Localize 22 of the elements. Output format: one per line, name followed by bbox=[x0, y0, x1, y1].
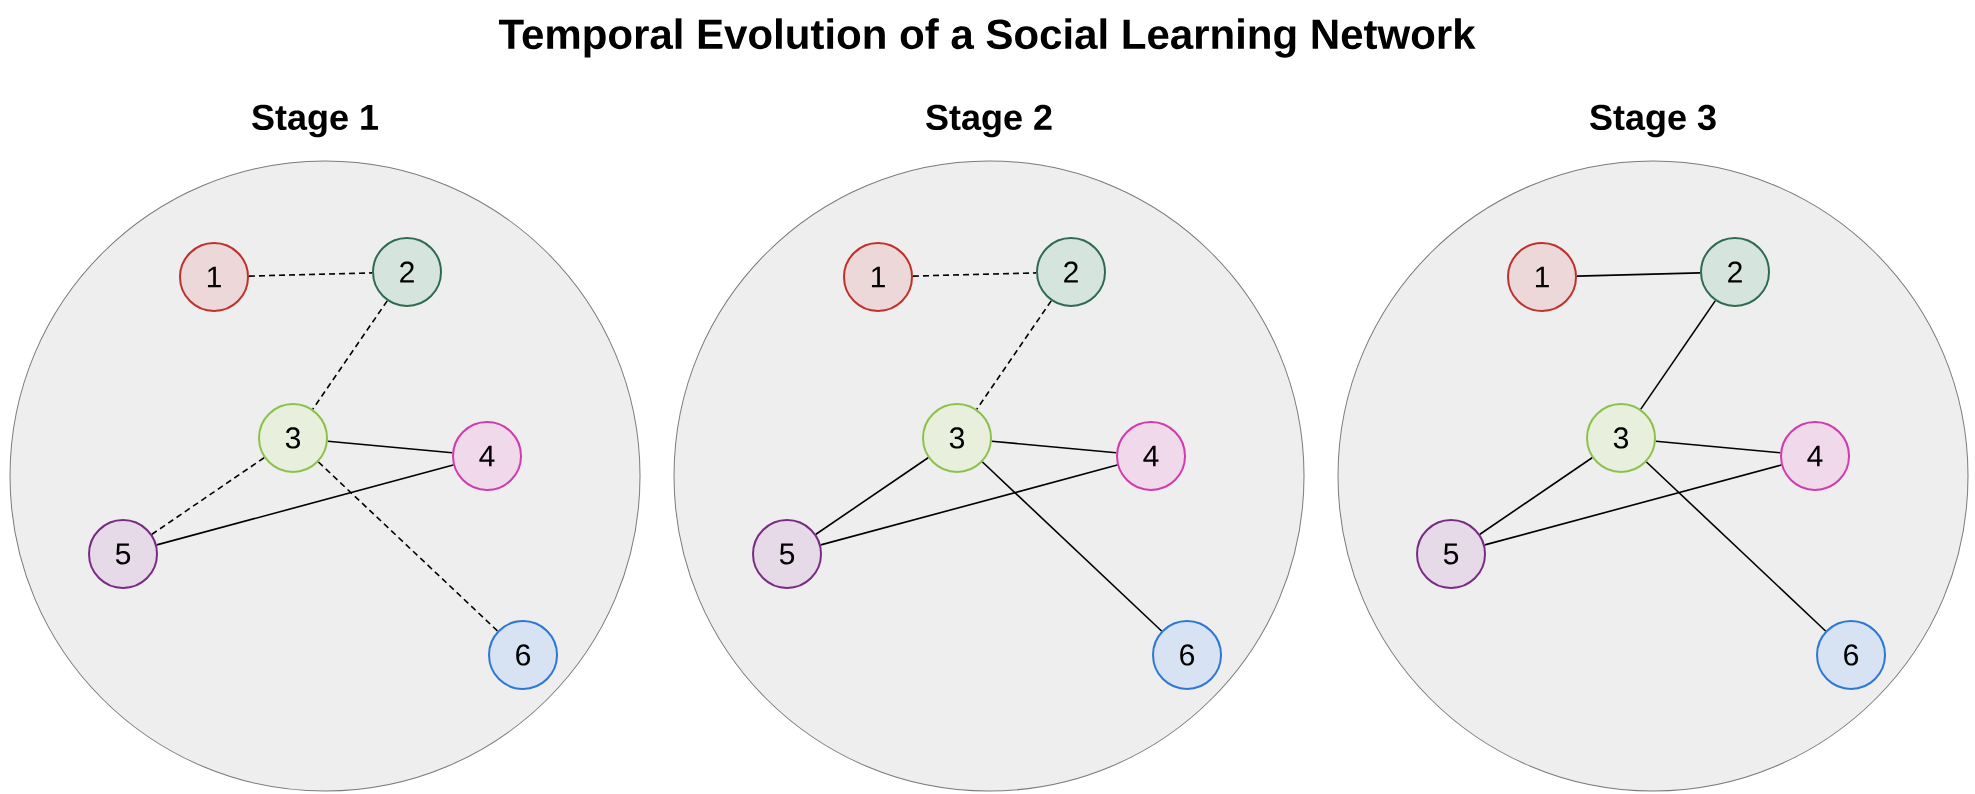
link-line bbox=[976, 300, 1052, 410]
link-line bbox=[327, 440, 453, 454]
link-line bbox=[815, 456, 929, 536]
link-line bbox=[151, 456, 265, 536]
link-line bbox=[317, 461, 499, 632]
link-line bbox=[1655, 440, 1781, 454]
stage-heading: Stage 3 bbox=[1590, 104, 1716, 138]
stage-heading: Stage 2 bbox=[926, 104, 1052, 138]
link-line bbox=[1576, 272, 1701, 277]
link-line bbox=[1479, 456, 1593, 536]
stage-heading: Stage 1 bbox=[252, 104, 378, 138]
link-line bbox=[1484, 464, 1782, 546]
link-line bbox=[912, 272, 1037, 277]
title: Temporal Evolution of a Social Learning Network bbox=[498, 18, 1476, 58]
link-line bbox=[981, 461, 1163, 632]
link-line bbox=[991, 440, 1117, 454]
link-line bbox=[1645, 461, 1827, 632]
link-line bbox=[248, 272, 373, 277]
link-line bbox=[156, 464, 455, 546]
link-line bbox=[312, 300, 388, 410]
link-line bbox=[820, 464, 1118, 546]
link-line bbox=[1640, 300, 1716, 410]
